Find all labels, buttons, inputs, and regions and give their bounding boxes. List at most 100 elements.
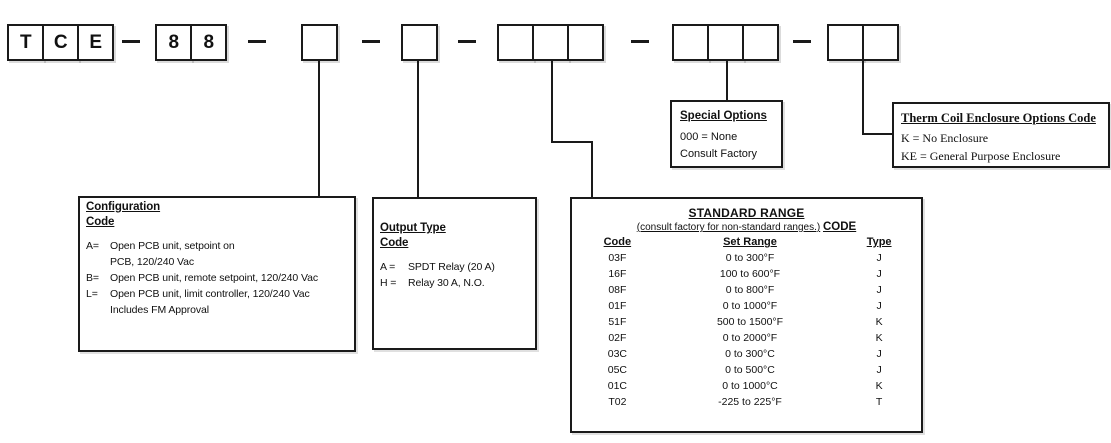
range-cell-value: 08F	[608, 284, 627, 296]
range-cell-value: J	[876, 284, 882, 296]
configuration-title: Configuration	[86, 201, 161, 213]
range-cell-value: 01C	[607, 380, 627, 392]
special-options-code-cell	[742, 24, 779, 61]
enclosure-title: Therm Coil Enclosure Options Code	[901, 111, 1096, 125]
dash-separator	[248, 40, 266, 43]
connector-range	[551, 59, 553, 143]
enclosure-code-cell	[862, 24, 899, 61]
range-row: 01C 0 to 1000°C K	[572, 378, 921, 394]
range-row: 08F 0 to 800°F J	[572, 282, 921, 298]
enclosure-cell-group	[827, 24, 899, 61]
configuration-cell-group	[301, 24, 338, 61]
range-cell-value: 0 to 2000°F	[722, 332, 778, 344]
configuration-entry-line: Open PCB unit, setpoint on	[110, 240, 235, 252]
special-options-code-cell	[672, 24, 709, 61]
output-type-title: Output Type	[380, 222, 446, 234]
range-cell-value: 0 to 1000°F	[722, 300, 778, 312]
range-col-header: Code	[603, 236, 632, 248]
output-type-entry-text: Relay 30 A, N.O.	[408, 277, 485, 289]
configuration-entry-line: PCB, 120/240 Vac	[110, 256, 195, 268]
configuration-entry-line: Open PCB unit, remote setpoint, 120/240 …	[110, 272, 318, 284]
model-cell-group: 8 8	[155, 24, 227, 61]
range-code-cell	[567, 24, 604, 61]
configuration-box: Configuration Code A= Open PCB unit, set…	[78, 196, 356, 352]
standard-range-subtitle: (consult factory for non-standard ranges…	[636, 222, 821, 233]
output-type-entry: A = SPDT Relay (20 A)	[380, 259, 535, 275]
connector-output-type	[417, 59, 419, 197]
configuration-entry-code: L=	[86, 288, 98, 300]
range-cell-value: 0 to 500°C	[725, 364, 775, 376]
configuration-entry-text: Open PCB unit, remote setpoint, 120/240 …	[110, 270, 354, 286]
connector-configuration	[318, 59, 320, 197]
range-header-row: Code Set Range Type	[572, 236, 921, 250]
output-type-cell-group	[401, 24, 438, 61]
range-cell-value: 01F	[608, 300, 627, 312]
range-cell-value: 0 to 300°C	[725, 348, 775, 360]
connector-range	[591, 141, 593, 198]
enclosure-code-cell	[827, 24, 864, 61]
range-cell-value: 0 to 800°F	[725, 284, 775, 296]
range-cell-value: K	[875, 316, 883, 328]
configuration-entry-line: Open PCB unit, limit controller, 120/240…	[110, 288, 310, 300]
special-options-line: Consult Factory	[680, 148, 758, 160]
range-cell-value: K	[875, 332, 883, 344]
prefix-cell: T	[7, 24, 44, 61]
range-cell-value: 0 to 300°F	[725, 252, 775, 264]
range-cell-value: J	[876, 268, 882, 280]
enclosure-line: KE = General Purpose Enclosure	[901, 149, 1061, 163]
range-cell-value: 16F	[608, 268, 627, 280]
range-cell-value: 05C	[607, 364, 627, 376]
configuration-entry-code: A=	[86, 240, 99, 252]
range-cell-value: J	[876, 252, 882, 264]
configuration-entry-code: B=	[86, 272, 99, 284]
range-cell-value: 02F	[608, 332, 627, 344]
range-cell-group	[497, 24, 604, 61]
enclosure-line: K = No Enclosure	[901, 131, 989, 145]
enclosure-box: Therm Coil Enclosure Options Code K = No…	[892, 102, 1110, 168]
range-code-cell	[497, 24, 534, 61]
prefix-cell: C	[42, 24, 79, 61]
range-cell-value: 0 to 1000°C	[722, 380, 778, 392]
prefix-cell-group: T C E	[7, 24, 114, 61]
output-type-title-code: Code	[380, 237, 409, 249]
special-options-cell-group	[672, 24, 779, 61]
standard-range-title: STANDARD RANGE	[688, 206, 805, 220]
range-cell-value: 03C	[607, 348, 627, 360]
standard-range-subtitle-code: CODE	[822, 221, 857, 233]
dash-separator	[631, 40, 649, 43]
connector-special-options	[726, 59, 728, 102]
range-row: 03F 0 to 300°F J	[572, 250, 921, 266]
model-cell: 8	[155, 24, 192, 61]
standard-range-box: STANDARD RANGE (consult factory for non-…	[570, 197, 923, 433]
connector-enclosure	[862, 59, 864, 135]
output-type-entry-code: H =	[380, 277, 397, 289]
output-type-code-cell	[401, 24, 438, 61]
configuration-entry-text: Open PCB unit, limit controller, 120/240…	[110, 286, 354, 318]
special-options-box: Special Options 000 = None Consult Facto…	[670, 100, 783, 168]
range-col-header: Set Range	[723, 236, 777, 248]
range-cell-value: J	[876, 300, 882, 312]
configuration-entry-line: Includes FM Approval	[110, 304, 209, 316]
output-type-entry-code: A =	[380, 261, 396, 273]
output-type-box: Output Type Code A = SPDT Relay (20 A) H…	[372, 197, 537, 350]
special-options-title: Special Options	[680, 110, 767, 122]
range-col-header: Type	[866, 236, 892, 248]
range-cell-value: T02	[608, 396, 627, 408]
range-row: 02F 0 to 2000°F K	[572, 330, 921, 346]
output-type-entry: H = Relay 30 A, N.O.	[380, 275, 535, 291]
dash-separator	[458, 40, 476, 43]
range-row: 01F 0 to 1000°F J	[572, 298, 921, 314]
special-options-code-cell	[707, 24, 744, 61]
configuration-code-cell	[301, 24, 338, 61]
range-cell-value: 03F	[608, 252, 627, 264]
range-cell-value: K	[875, 380, 883, 392]
dash-separator	[793, 40, 811, 43]
dash-separator	[122, 40, 140, 43]
